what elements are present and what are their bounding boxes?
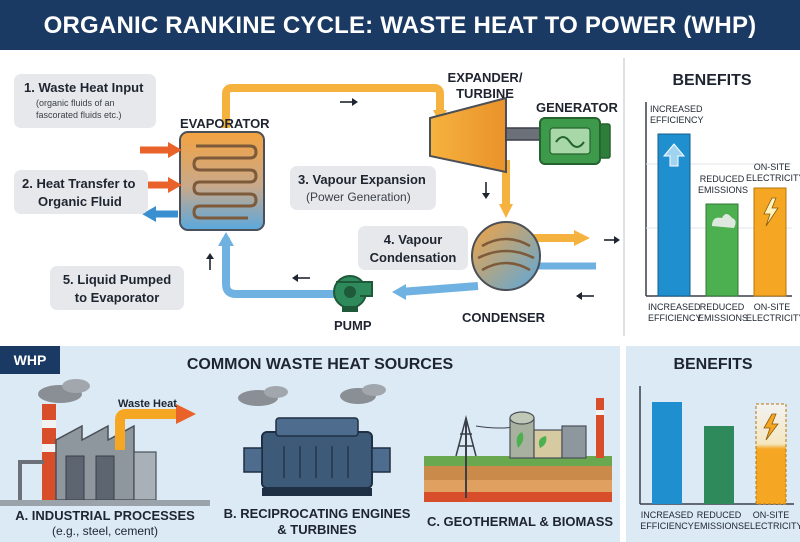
vapour-pipe: [222, 84, 444, 128]
turbine-shaft: [505, 127, 541, 141]
step4-box: [358, 226, 468, 270]
step1-title: 1. Waste Heat Input: [24, 80, 144, 95]
step4-line1: 4. Vapour: [383, 232, 443, 247]
step5-line1: 5. Liquid Pumped: [62, 272, 172, 287]
bar-label-emissions-line2: EMISSIONS: [698, 185, 749, 195]
step5-box: [50, 266, 184, 310]
bottom-bar-reduced-emissions: [704, 426, 734, 504]
whp-tag-bg: [0, 346, 60, 374]
bottom-label-efficiency-line2: EFFICIENCY: [640, 521, 694, 531]
condenser-label: CONDENSER: [462, 310, 546, 325]
benefits-top-title: BENEFITS: [672, 72, 752, 89]
expander-label-line2: TURBINE: [456, 86, 514, 101]
bar-label-emissions-line1: REDUCED: [699, 174, 745, 184]
source-c-line1: C. GEOTHERMAL & BIOMASS: [426, 514, 614, 529]
sources-title: COMMON WASTE HEAT SOURCES: [186, 356, 454, 373]
step4-line2: Condensation: [369, 250, 457, 265]
step5-line2: to Evaporator: [74, 290, 160, 305]
geothermal-illustration: [424, 398, 612, 502]
page-title: ORGANIC RANKINE CYCLE: WASTE HEAT TO POW…: [43, 12, 757, 91]
step2-line2: Organic Fluid: [38, 194, 122, 209]
generator-label: GENERATOR: [536, 100, 618, 115]
axis-label-onsite-line2: ELECTRICITY: [746, 313, 800, 323]
step3-box: [290, 166, 436, 210]
step1-box: [14, 74, 156, 128]
source-a-line1: A. INDUSTRIAL PROCESSES: [15, 508, 195, 523]
waste-heat-label: Waste Heat: [118, 398, 177, 410]
source-a-line2: (e.g., steel, cement): [51, 524, 159, 538]
whp-tag: WHP: [13, 352, 47, 368]
header-bar: [0, 0, 800, 50]
liquid-pipe: [222, 238, 336, 298]
axis-label-emissions-line1: REDUCED: [699, 302, 745, 312]
expander-label-line1: EXPANDER/: [447, 70, 523, 85]
source-b-line1: B. RECIPROCATING ENGINES: [223, 506, 411, 521]
axis-label-onsite-line1: ON-SITE: [753, 302, 791, 312]
axis-label-efficiency-line1: INCREASED: [648, 302, 701, 312]
industrial-illustration: [0, 379, 210, 506]
bar-label-efficiency-line2: EFFICIENCY: [650, 115, 704, 125]
step1-subtitle: (organic fluids of an fascorated fluids …: [36, 98, 122, 120]
bottom-label-emissions-line1: REDUCED: [696, 510, 742, 520]
evaporator-coil: [192, 144, 258, 220]
bar-label-efficiency-line1: INCREASED: [650, 104, 703, 114]
source-b-line2: & TURBINES: [277, 522, 357, 537]
bottom-label-emissions-line2: EMISSIONS: [694, 521, 745, 531]
engine-illustration: [238, 384, 391, 496]
bottom-label-efficiency-line1: INCREASED: [640, 510, 694, 520]
axis-label-efficiency-line2: EFFICIENCY: [648, 313, 702, 323]
bar-label-onsite-line2: ELECTRICITY: [746, 173, 800, 183]
bottom-label-onsite-line2: ELECTRICITY: [744, 521, 800, 531]
condenser-body: [471, 221, 541, 291]
axis-label-emissions-line2: EMISSIONS: [698, 313, 749, 323]
bar-reduced-emissions: [705, 203, 739, 297]
benefits-bottom-title: BENEFITS: [673, 356, 753, 373]
bar-label-onsite-line1: ON-SITE: [753, 162, 791, 172]
turbine-body: [429, 96, 507, 174]
step3-subtitle: (Power Generation): [306, 190, 411, 204]
step3-title: 3. Vapour Expansion: [298, 172, 426, 187]
evaporator-label: EVAPORATOR: [180, 116, 270, 131]
step2-box: [14, 170, 148, 214]
bottom-bar-increased-efficiency: [652, 402, 682, 504]
bottom-label-onsite-line1: ON-SITE: [752, 510, 790, 520]
pump-label: PUMP: [334, 318, 372, 333]
step2-line1: 2. Heat Transfer to: [22, 176, 136, 191]
waste-heat-arrow: [176, 404, 196, 424]
